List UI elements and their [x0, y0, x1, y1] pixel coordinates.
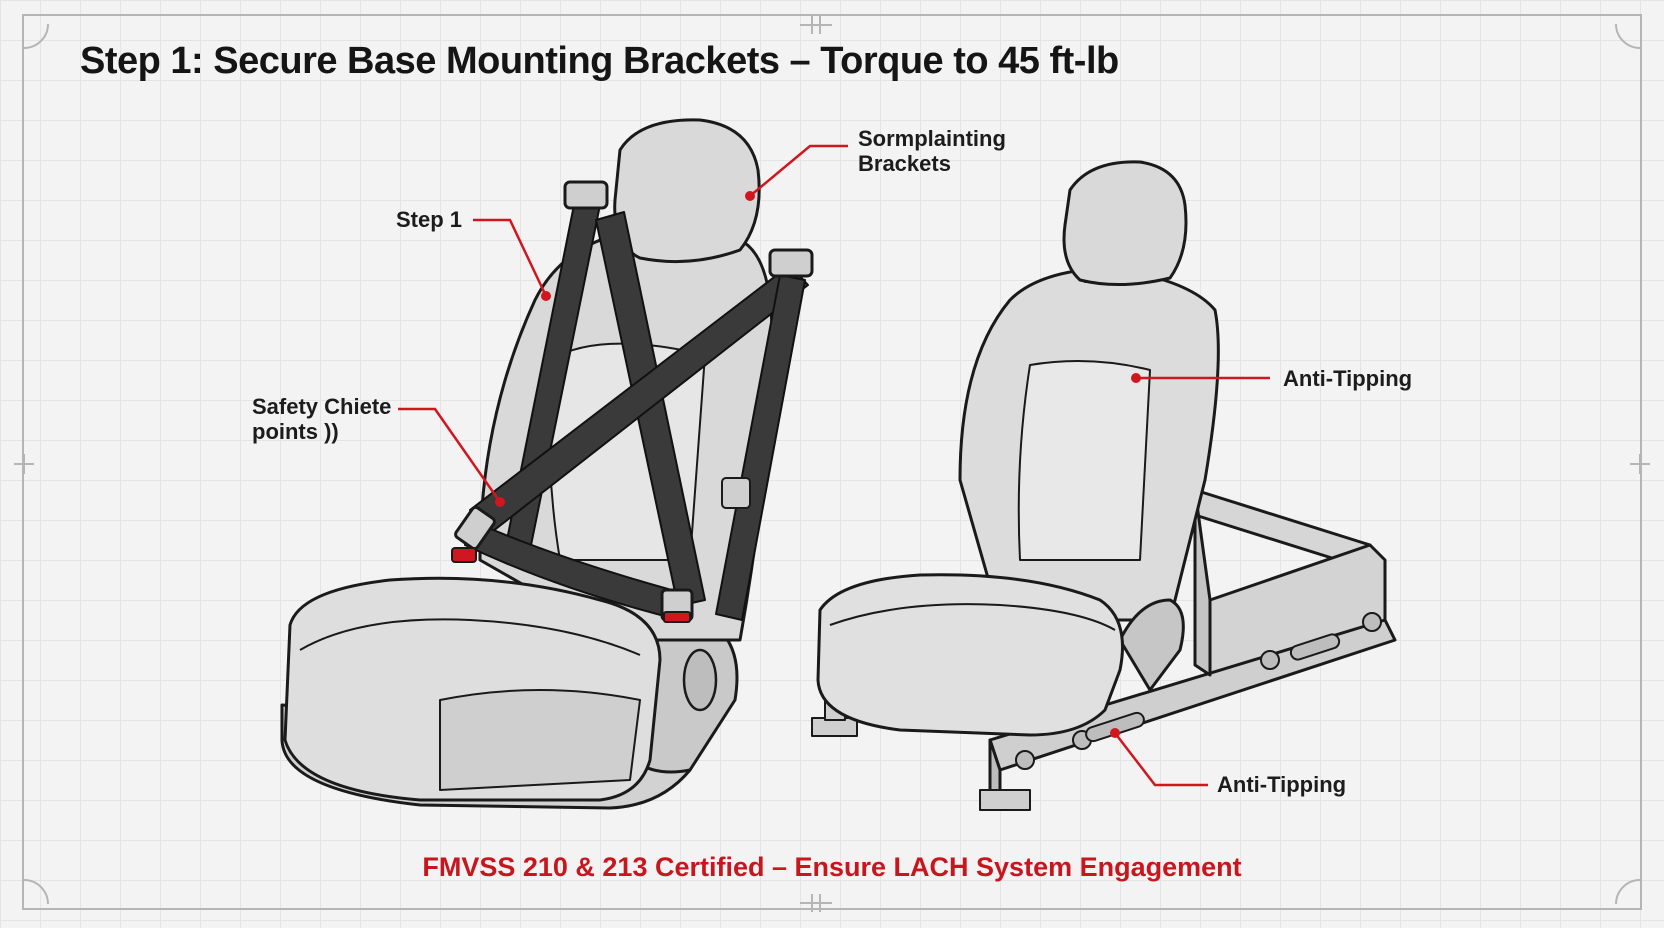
right-seat-illustration	[811, 160, 1397, 811]
right-seat-backrest-panel	[1017, 360, 1151, 561]
belt-upper-guide	[563, 180, 609, 210]
callout-headrest-line2: Brackets	[858, 151, 951, 176]
leader-dot-headrest	[745, 191, 755, 201]
callout-headrest-line1: Sormplainting	[858, 126, 1006, 151]
left-seat-recliner-knob	[682, 648, 718, 712]
callout-safety-line1: Safety Chiete	[252, 394, 392, 419]
left-seat-illustration	[280, 118, 814, 810]
rail-bolt	[1260, 650, 1280, 670]
callout-headrest-brackets: Sormplainting Brackets	[858, 126, 1006, 176]
right-seat-rail-side	[1193, 488, 1212, 677]
rail-bolt	[1015, 750, 1035, 770]
left-seat-cushion-bolster	[439, 689, 641, 791]
right-seat-cushion	[816, 573, 1124, 737]
leader-dot-safety	[495, 497, 505, 507]
rail-slot	[1289, 633, 1341, 661]
left-seat-cushion-top	[299, 618, 641, 656]
leader-dot-anti-tipping-upper	[1131, 373, 1141, 383]
belt-right-guide	[768, 248, 814, 278]
right-seat-headrest	[1062, 160, 1188, 286]
leader-headrest	[749, 144, 848, 197]
frame-corner-marks	[14, 16, 1650, 912]
callout-anti-tipping-lower: Anti-Tipping	[1217, 772, 1347, 797]
callout-step: Step 1	[396, 207, 463, 232]
leader-anti-tipping-lower	[1114, 732, 1208, 787]
leader-lines	[398, 144, 1270, 787]
right-seat-foot	[979, 789, 1031, 811]
leader-step	[473, 218, 548, 297]
leader-dots	[495, 191, 1141, 738]
leader-safety	[398, 407, 502, 503]
page-title: Step 1: Secure Base Mounting Brackets – …	[80, 40, 1119, 82]
rail-bolt	[1362, 612, 1382, 632]
callout-safety-points: Safety Chiete points ))	[252, 394, 391, 444]
leader-dot-anti-tipping-lower	[1110, 728, 1120, 738]
belt-buckle-button	[451, 547, 477, 563]
leader-dot-step	[541, 291, 551, 301]
right-seat-side-frame	[1118, 598, 1185, 692]
left-seat-headrest	[613, 118, 761, 264]
callout-safety-line2: points ))	[252, 419, 339, 444]
certification-footer: FMVSS 210 & 213 Certified – Ensure LACH …	[422, 852, 1242, 882]
belt-buckle	[454, 505, 496, 551]
right-seat-cushion-top	[829, 603, 1116, 631]
callout-anti-tipping-upper: Anti-Tipping	[1283, 366, 1413, 391]
belt-side-adjuster	[721, 477, 751, 509]
belt-lower-buckle-button	[663, 611, 691, 623]
left-seat-belts	[464, 199, 809, 621]
